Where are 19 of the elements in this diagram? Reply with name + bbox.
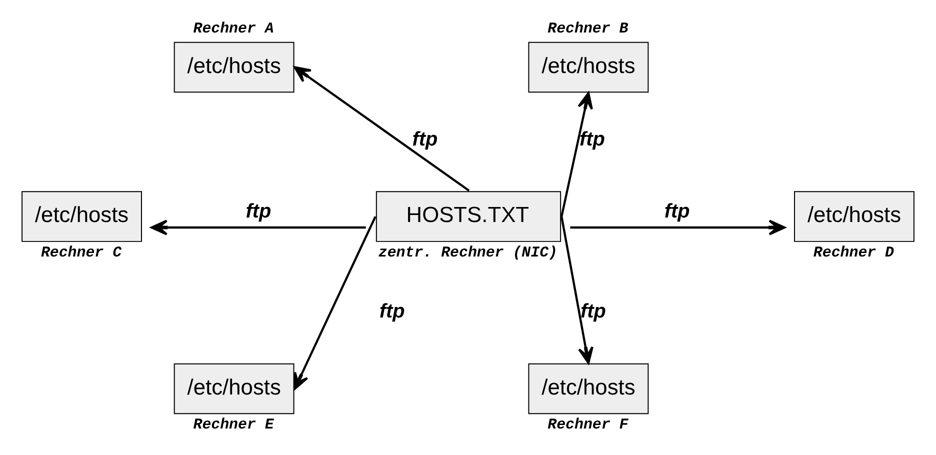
node-label: Rechner E — [193, 418, 274, 434]
edge-label: ftp — [246, 200, 272, 223]
arrow — [294, 216, 376, 390]
edge-label: ftp — [379, 300, 405, 323]
arrow — [560, 92, 593, 217]
edge-label: ftp — [580, 300, 606, 323]
edge-label: ftp — [579, 128, 605, 150]
node-label: Rechner F — [548, 418, 628, 434]
node-label: Rechner A — [193, 21, 274, 38]
node-label: Rechner B — [548, 21, 628, 38]
node-label: Rechner D — [813, 245, 894, 262]
arrow — [294, 66, 470, 192]
edge-label: ftp — [412, 128, 438, 150]
node-label: Rechner C — [40, 245, 122, 262]
node-label: zentr. Rechner (NIC) — [378, 245, 558, 262]
arrow — [560, 216, 594, 364]
arrow — [150, 220, 366, 236]
arrow — [570, 220, 786, 236]
edge-label: ftp — [664, 200, 690, 223]
